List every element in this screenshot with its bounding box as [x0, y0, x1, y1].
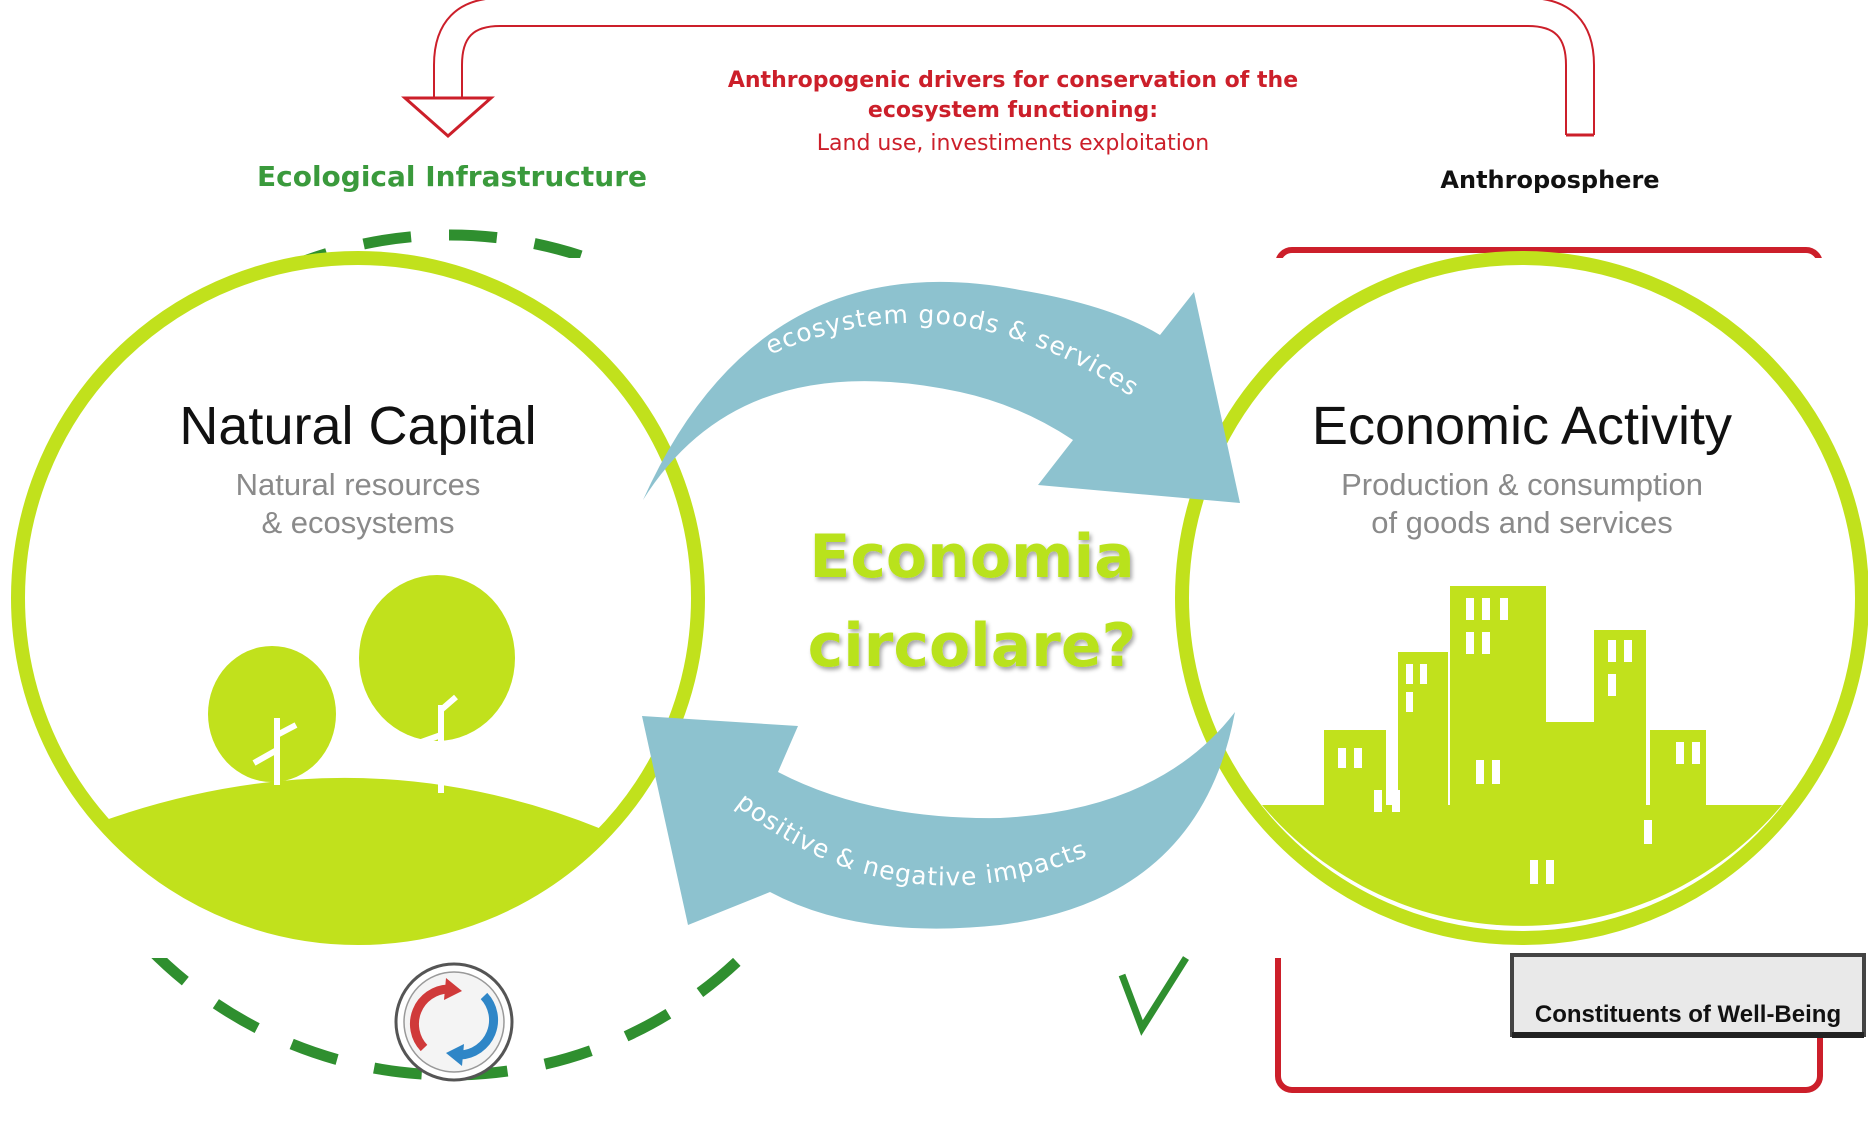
- economic-activity-sub-2: of goods and services: [1371, 505, 1673, 540]
- constituents-box: [1510, 953, 1866, 1038]
- check-mark-fragment: [1118, 956, 1189, 1036]
- natural-capital-title: Natural Capital: [179, 396, 536, 456]
- center-line-1: Economia: [809, 522, 1134, 592]
- ecological-infrastructure-label: Ecological Infrastructure: [257, 160, 647, 193]
- natural-capital-sub-1: Natural resources: [236, 467, 481, 502]
- natural-capital-circle: [11, 251, 705, 945]
- recycle-icon: [394, 962, 514, 1082]
- ecosystem-services-arrow: ecosystem goods & services: [643, 281, 1240, 503]
- center-line-2: circolare?: [808, 611, 1137, 681]
- tree-small-icon: [208, 646, 336, 785]
- feedback-arrow: [401, 0, 1595, 139]
- anthroposphere-label: Anthroposphere: [1440, 166, 1659, 194]
- drivers-line-3: Land use, investiments exploitation: [817, 131, 1209, 156]
- economic-activity-sub-1: Production & consumption: [1341, 467, 1703, 502]
- natural-capital-sub-2: & ecosystems: [262, 505, 455, 540]
- economic-activity-title: Economic Activity: [1312, 396, 1732, 456]
- city-windows: [1338, 598, 1700, 884]
- constituents-label: Constituents of Well-Being: [1535, 1001, 1841, 1028]
- economic-activity-circle: [1175, 251, 1868, 945]
- drivers-line-1: Anthropogenic drivers for conservation o…: [728, 68, 1298, 93]
- tree-large-icon: [359, 575, 515, 793]
- drivers-line-2: ecosystem functioning:: [868, 98, 1158, 123]
